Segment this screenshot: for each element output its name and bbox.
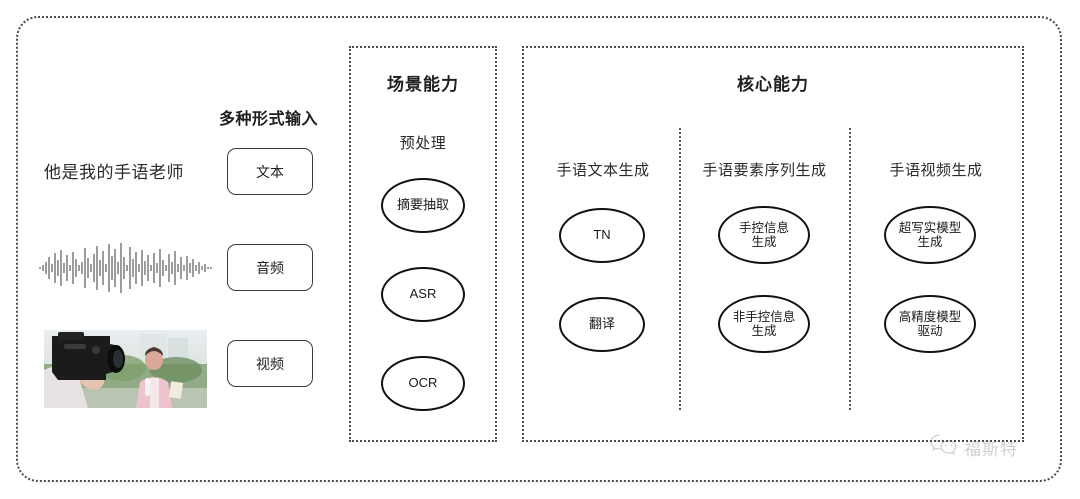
core-column-3-heading: 手语视频生成	[889, 162, 983, 179]
scene-node-summary-label: 摘要抽取	[396, 197, 449, 213]
core-node-translation-label: 翻译	[588, 316, 615, 332]
core-column-divider-1	[679, 128, 681, 410]
core-column-divider-2	[849, 128, 851, 410]
input-chip-audio-label: 音频	[256, 259, 284, 276]
scene-node-asr-label: ASR	[409, 286, 437, 302]
wechat-icon	[929, 433, 959, 462]
video-thumbnail-icon	[44, 330, 207, 408]
input-chip-text-label: 文本	[256, 163, 284, 180]
core-node-highprecision-model-label: 高精度模型 驱动	[898, 310, 962, 338]
input-chip-audio[interactable]: 音频	[227, 244, 313, 291]
core-node-nonmanual-info[interactable]: 非手控信息 生成	[718, 295, 810, 353]
inputs-group-label: 多种形式输入	[219, 111, 319, 128]
core-column-1-heading: 手语文本生成	[556, 162, 650, 179]
scene-node-ocr[interactable]: OCR	[381, 356, 465, 411]
core-node-tn[interactable]: TN	[559, 208, 645, 263]
core-node-tn-label: TN	[593, 227, 611, 243]
core-node-highprecision-model[interactable]: 高精度模型 驱动	[884, 295, 976, 353]
core-node-translation[interactable]: 翻译	[559, 297, 645, 352]
input-chip-video[interactable]: 视频	[227, 340, 313, 387]
core-node-photoreal-model-label: 超写实模型 生成	[898, 221, 962, 249]
core-column-2-heading: 手语要素序列生成	[702, 162, 827, 179]
watermark: 福斯特	[929, 433, 1018, 462]
core-node-manual-info[interactable]: 手控信息 生成	[718, 206, 810, 264]
core-node-nonmanual-info-label: 非手控信息 生成	[732, 310, 796, 338]
scene-node-ocr-label: OCR	[408, 375, 438, 391]
scene-node-summary[interactable]: 摘要抽取	[381, 178, 465, 233]
sample-sentence-text: 他是我的手语老师	[44, 163, 184, 182]
input-chip-video-label: 视频	[256, 355, 284, 372]
core-panel-title: 核心能力	[737, 75, 809, 94]
audio-waveform-icon	[38, 238, 214, 298]
scene-node-asr[interactable]: ASR	[381, 267, 465, 322]
scene-capability-panel: 场景能力 预处理	[349, 46, 497, 442]
scene-panel-title: 场景能力	[387, 75, 459, 94]
outer-frame	[16, 16, 1062, 482]
scene-column-heading: 预处理	[399, 135, 447, 152]
core-capability-panel: 核心能力	[522, 46, 1024, 442]
watermark-text: 福斯特	[964, 440, 1018, 459]
input-chip-text[interactable]: 文本	[227, 148, 313, 195]
core-node-photoreal-model[interactable]: 超写实模型 生成	[884, 206, 976, 264]
core-node-manual-info-label: 手控信息 生成	[738, 221, 789, 249]
